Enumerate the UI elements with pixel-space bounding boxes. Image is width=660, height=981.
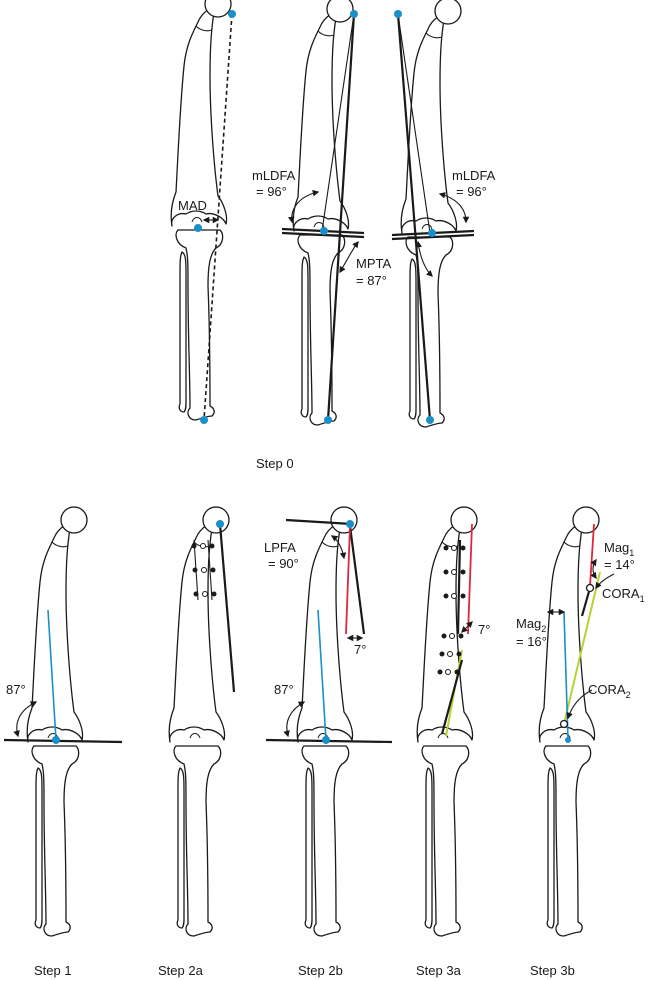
ankle-center-point <box>200 416 208 424</box>
step3b-caption: Step 3b <box>530 963 575 978</box>
step1-caption: Step 1 <box>34 963 72 978</box>
step0-panel: MAD mLDFA = 96° <box>170 0 496 471</box>
step2a-panel: Step 2a <box>158 506 236 978</box>
distal-mechanical-axis <box>317 609 327 741</box>
mad-label: MAD <box>178 198 207 213</box>
step3b-panel: Mag1 = 14° CORA1 Mag2 = 16° CORA2 Step 3… <box>516 506 645 978</box>
proximal-axis-black <box>348 525 366 635</box>
mldfa-right-line1: mLDFA <box>452 168 496 183</box>
mldfa-left-line2: = 96° <box>256 184 287 199</box>
cora2-label: CORA2 <box>588 682 631 700</box>
knee-center-point <box>194 224 202 232</box>
diaphysis-midpoints <box>437 545 466 675</box>
step3a-angle: 7° <box>478 622 490 637</box>
mpta-line1: MPTA <box>356 256 391 271</box>
proximal-axis-red <box>345 525 351 635</box>
cora1-point <box>585 583 595 593</box>
proximal-shaft-axis <box>218 523 236 693</box>
mid-axis-black <box>580 587 592 617</box>
hip-center-point <box>228 10 236 18</box>
proximal-axis-red <box>467 523 473 635</box>
joint-line <box>3 738 123 744</box>
cora2-point <box>559 719 569 729</box>
step0-leg-left: MAD <box>170 0 236 424</box>
mpta-line2: = 87° <box>356 273 387 288</box>
cora1-label: CORA1 <box>602 586 645 604</box>
mag2-label: Mag2 <box>516 616 546 634</box>
lpfa-line1: LPFA <box>264 540 296 555</box>
mid-axis-green <box>563 571 601 725</box>
proximal-axis-black <box>456 539 462 635</box>
mldfa-left-line1: mLDFA <box>252 168 296 183</box>
step0-caption: Step 0 <box>256 456 294 471</box>
mag2-value: = 16° <box>516 634 547 649</box>
step3a-panel: 7° Step 3a <box>416 506 490 978</box>
distal-mechanical-axis <box>47 609 57 741</box>
mldfa-right-line2: = 96° <box>456 184 487 199</box>
step2b-distal-angle: 87° <box>274 682 294 697</box>
neck-tangent-line <box>285 518 353 526</box>
step2b-offset-angle: 7° <box>354 642 366 657</box>
step2b-panel: LPFA = 90° 7° 87° Step 2b <box>264 506 393 978</box>
step2a-caption: Step 2a <box>158 963 204 978</box>
step3a-caption: Step 3a <box>416 963 462 978</box>
mag1-value: = 14° <box>604 557 635 572</box>
mag1-label: Mag1 <box>604 540 634 558</box>
step0-leg-right: mLDFA = 96° <box>391 0 496 428</box>
diaphysis-midpoints <box>191 543 217 597</box>
proximal-axis-red <box>589 523 595 587</box>
step1-angle: 87° <box>6 682 26 697</box>
step1-panel: 87° Step 1 <box>3 506 123 978</box>
step2b-caption: Step 2b <box>298 963 343 978</box>
lpfa-line2: = 90° <box>268 556 299 571</box>
step0-leg-middle: mLDFA = 96° <box>252 0 365 426</box>
